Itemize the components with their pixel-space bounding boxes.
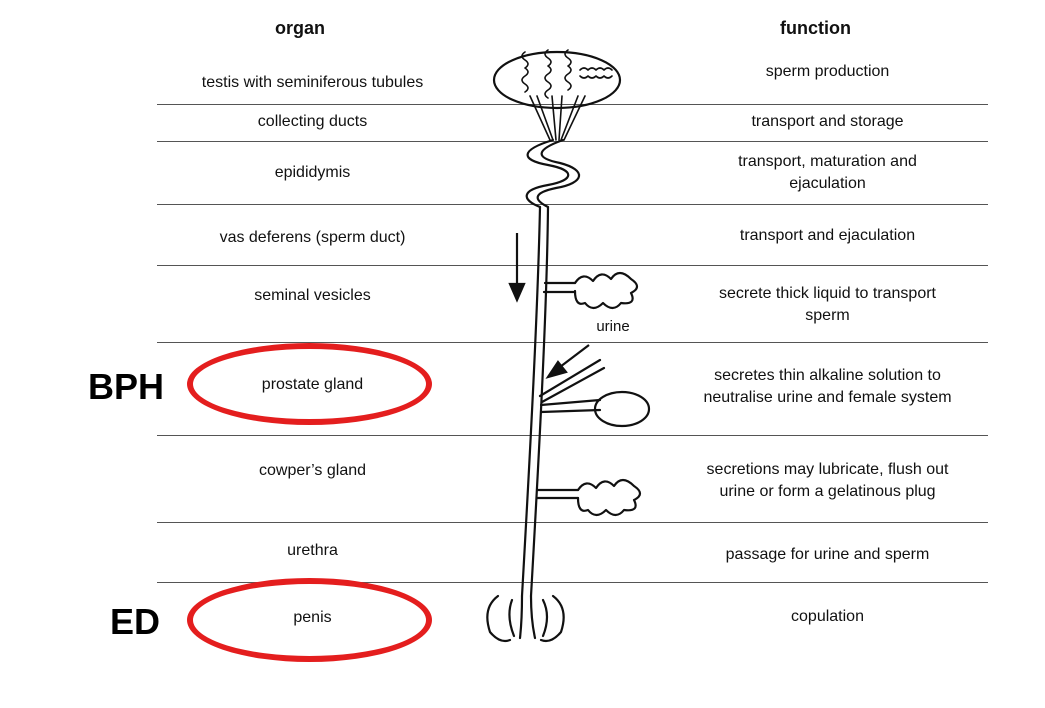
bph-annotation: BPH (88, 366, 165, 407)
function-collecting-ducts: transport and storage (751, 113, 904, 130)
function-cowpers-gland: secretions may lubricate, flush out urin… (706, 461, 949, 500)
urine-label: urine (596, 318, 630, 335)
function-seminal-vesicles: secrete thick liquid to transport sperm (719, 285, 936, 324)
penis-highlight-oval (187, 578, 432, 662)
row-separator (157, 582, 988, 583)
organ-urethra: urethra (287, 542, 338, 559)
prostate-duct-shape (538, 358, 606, 404)
organ-epididymis: epididymis (274, 164, 351, 181)
urethra-tube-left (520, 205, 542, 598)
organ-seminal-vesicles: seminal vesicles (254, 287, 371, 304)
function-penis: copulation (791, 608, 864, 625)
function-column-header: function (780, 18, 851, 38)
prostate-shape (593, 390, 651, 428)
cowpers-gland-shape (535, 488, 580, 500)
function-urethra: passage for urine and sperm (725, 546, 930, 563)
function-epididymis: transport, maturation and ejaculation (738, 153, 917, 192)
row-separator (157, 265, 988, 266)
collecting-ducts-shape (529, 95, 586, 141)
prostate-highlight-oval (187, 343, 432, 425)
seminiferous-tubules-shape (521, 49, 613, 99)
urethra-tube-right (529, 205, 550, 598)
epididymis-shape (525, 138, 570, 209)
row-separator (157, 204, 988, 205)
function-prostate-gland: secretes thin alkaline solution to neutr… (703, 367, 952, 406)
organ-collecting-ducts: collecting ducts (257, 113, 368, 130)
row-separator (157, 104, 988, 105)
organ-testis: testis with seminiferous tubules (201, 74, 424, 91)
function-vas-deferens: transport and ejaculation (739, 227, 916, 244)
testis-shape (492, 50, 622, 110)
row-separator (157, 435, 988, 436)
ed-annotation: ED (110, 601, 161, 642)
row-separator (157, 522, 988, 523)
row-separator (157, 342, 988, 343)
organ-cowpers-gland: cowper’s gland (258, 462, 367, 479)
organ-column-header: organ (275, 18, 326, 38)
seminal-vesicle-shape (542, 281, 577, 294)
penis-shape (486, 594, 565, 643)
row-separator (157, 141, 988, 142)
organ-vas-deferens: vas deferens (sperm duct) (219, 229, 406, 246)
function-testis: sperm production (765, 63, 890, 80)
